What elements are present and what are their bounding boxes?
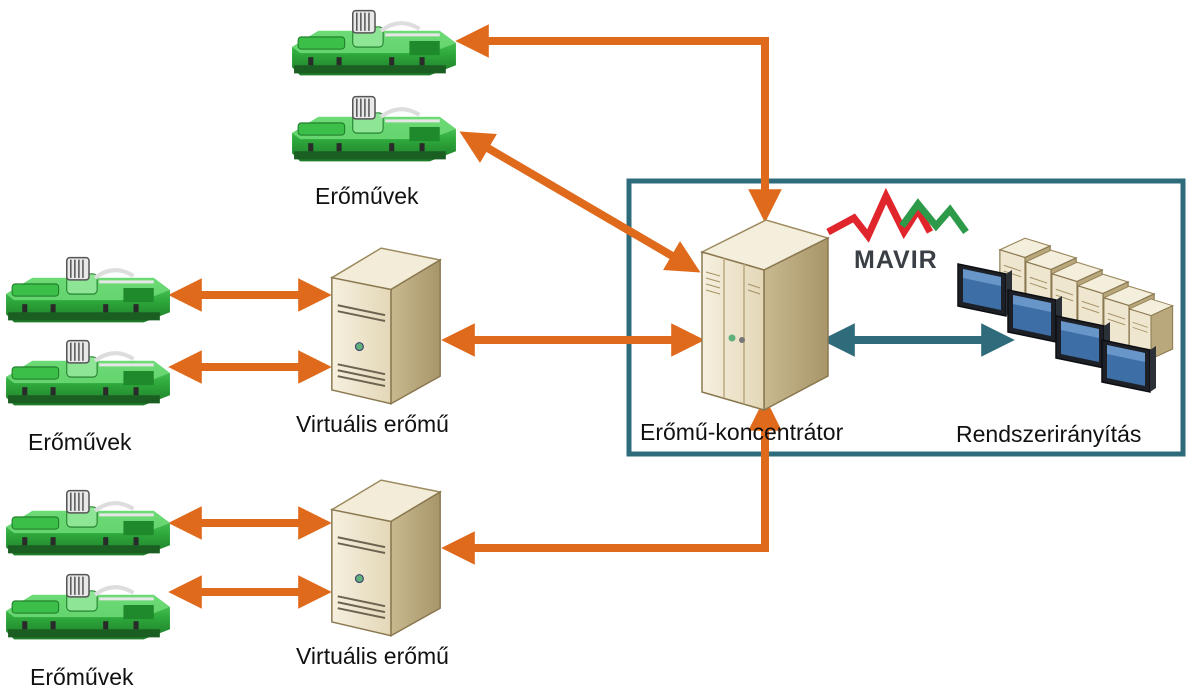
gas-engine-icon — [292, 97, 456, 162]
gas-engine-icon — [6, 491, 170, 556]
plants-top-label: Erőművek — [315, 183, 419, 209]
connection-arrows — [168, 24, 782, 609]
vpp-mid-label: Virtuális erőmű — [296, 411, 449, 437]
arrow-top-plant-concentrator — [455, 24, 782, 223]
gas-engine-icon — [292, 11, 456, 76]
arrow-vpp-bottom-concentrator — [441, 397, 782, 565]
mavir-logo: MAVIR — [826, 187, 969, 274]
plants-mid-label: Erőművek — [28, 429, 132, 455]
mavir-logo-text: MAVIR — [854, 246, 938, 274]
dispatch-label: Rendszerirányítás — [956, 421, 1141, 447]
server-tower-icon — [330, 479, 442, 637]
plants-top-group — [292, 11, 456, 162]
vpp-bottom-label: Virtuális erőmű — [296, 643, 449, 669]
gas-engine-icon — [6, 341, 170, 406]
mavir-boundary-frame — [626, 178, 1186, 457]
control-room-workstations-icon — [957, 237, 1174, 393]
plants-bottom-group — [6, 491, 170, 640]
server-tower-icon — [330, 247, 442, 405]
arrow-plant2-concentrator — [459, 131, 701, 273]
concentrator-label: Erőmű-koncentrátor — [640, 419, 844, 445]
gas-engine-icon — [6, 258, 170, 323]
gas-engine-icon — [6, 575, 170, 640]
concentrator-server-icon — [701, 219, 829, 411]
plants-bottom-label: Erőművek — [30, 664, 134, 690]
plants-mid-group — [6, 258, 170, 406]
